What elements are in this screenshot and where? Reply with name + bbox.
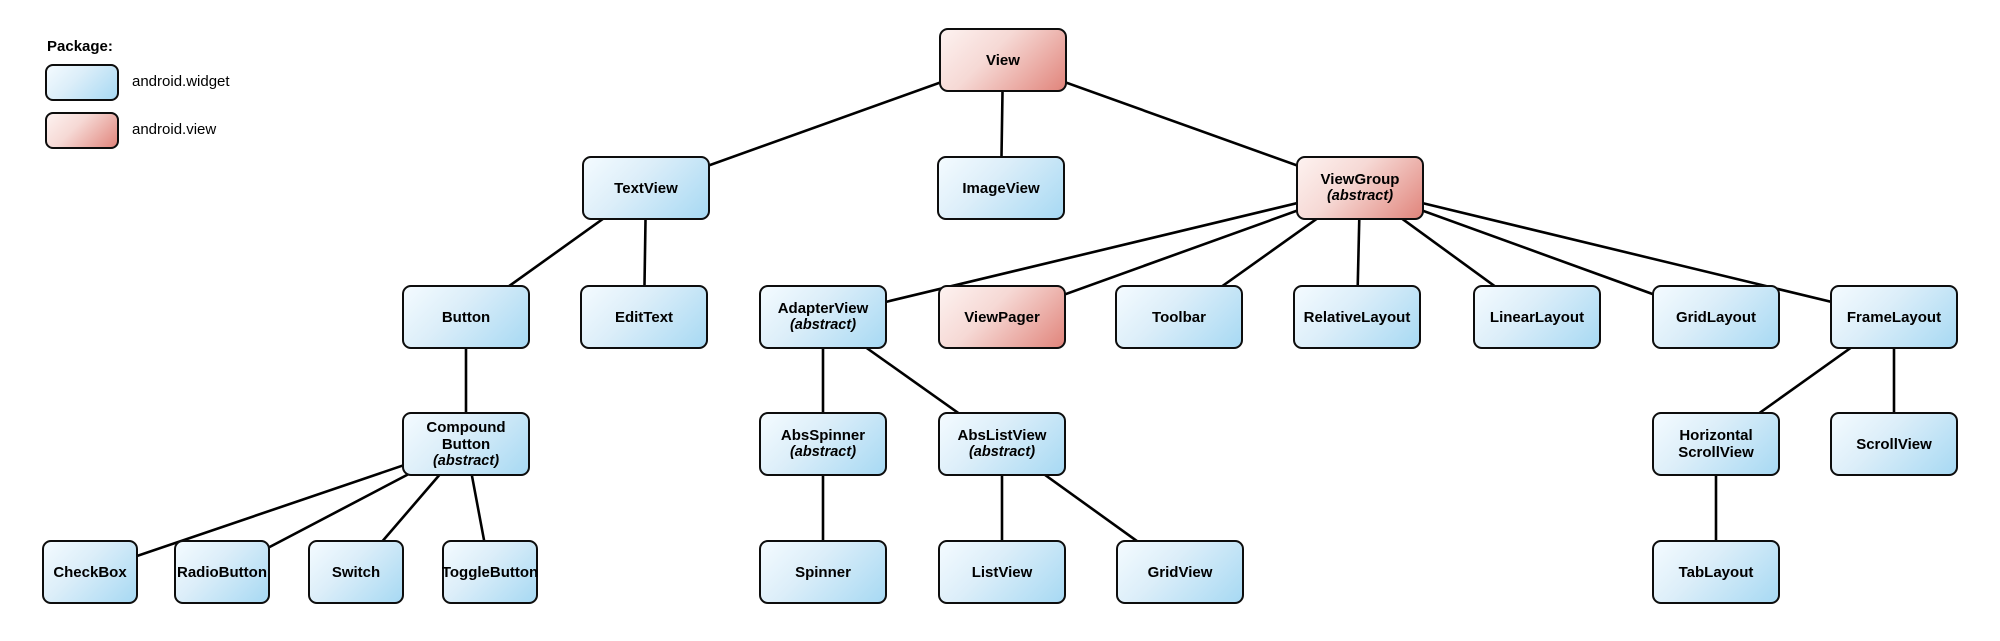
node-label: Button <box>441 308 491 326</box>
node-button: Button <box>402 285 530 349</box>
node-label: TextView <box>614 179 678 197</box>
node-label: LinearLayout <box>1489 308 1585 326</box>
node-label: Horizontal ScrollView <box>1678 427 1754 461</box>
node-label: CheckBox <box>53 563 127 581</box>
node-label: RelativeLayout <box>1303 308 1411 326</box>
node-abstract-note: (abstract) <box>1326 188 1394 204</box>
node-edittext: EditText <box>580 285 708 349</box>
node-viewgroup: ViewGroup (abstract) <box>1296 156 1424 220</box>
legend-title: Package: <box>47 38 113 55</box>
node-toolbar: Toolbar <box>1115 285 1243 349</box>
node-gridview: GridView <box>1116 540 1244 604</box>
node-label: View <box>986 51 1020 69</box>
node-viewpager: ViewPager <box>938 285 1066 349</box>
node-abslistview: AbsListView (abstract) <box>938 412 1066 476</box>
node-framelayout: FrameLayout <box>1830 285 1958 349</box>
node-spinner: Spinner <box>759 540 887 604</box>
node-gridlayout: GridLayout <box>1652 285 1780 349</box>
node-label: RadioButton <box>177 563 267 581</box>
node-label: Toolbar <box>1152 308 1206 326</box>
node-compoundbutton: Compound Button (abstract) <box>402 412 530 476</box>
legend-swatch-android-view <box>45 112 119 149</box>
node-label: Switch <box>331 563 381 581</box>
node-label: ScrollView <box>1856 435 1932 453</box>
node-label: GridLayout <box>1675 308 1756 326</box>
node-label: ListView <box>971 563 1033 581</box>
node-radiobutton: RadioButton <box>174 540 270 604</box>
node-switch: Switch <box>308 540 404 604</box>
node-horizontalscrollview: Horizontal ScrollView <box>1652 412 1780 476</box>
node-label: FrameLayout <box>1846 308 1942 326</box>
node-linearlayout: LinearLayout <box>1473 285 1601 349</box>
node-abstract-note: (abstract) <box>789 444 857 460</box>
legend-label-android-widget: android.widget <box>132 73 230 90</box>
node-label: TabLayout <box>1678 563 1754 581</box>
node-view: View <box>939 28 1067 92</box>
node-absspinner: AbsSpinner (abstract) <box>759 412 887 476</box>
node-label: AbsListView <box>957 427 1047 444</box>
node-adapterview: AdapterView (abstract) <box>759 285 887 349</box>
node-listview: ListView <box>938 540 1066 604</box>
node-imageview: ImageView <box>937 156 1065 220</box>
node-label: GridView <box>1147 563 1213 581</box>
legend-swatch-android-widget <box>45 64 119 101</box>
node-label: EditText <box>614 308 674 326</box>
node-label: ToggleButton <box>441 563 539 581</box>
node-tablayout: TabLayout <box>1652 540 1780 604</box>
node-label: ViewGroup <box>1320 171 1400 188</box>
node-label: Spinner <box>795 563 851 581</box>
node-label: AbsSpinner <box>780 427 866 444</box>
node-abstract-note: (abstract) <box>789 317 857 333</box>
legend-label-android-view: android.view <box>132 121 217 138</box>
node-scrollview: ScrollView <box>1830 412 1958 476</box>
node-label: AdapterView <box>777 300 869 317</box>
node-relativelayout: RelativeLayout <box>1293 285 1421 349</box>
node-togglebutton: ToggleButton <box>442 540 538 604</box>
node-abstract-note: (abstract) <box>432 452 500 469</box>
node-checkbox: CheckBox <box>42 540 138 604</box>
node-label: Compound Button <box>426 418 506 453</box>
node-label: ViewPager <box>964 308 1040 326</box>
node-textview: TextView <box>582 156 710 220</box>
node-label: ImageView <box>962 179 1040 197</box>
node-abstract-note: (abstract) <box>968 444 1036 460</box>
